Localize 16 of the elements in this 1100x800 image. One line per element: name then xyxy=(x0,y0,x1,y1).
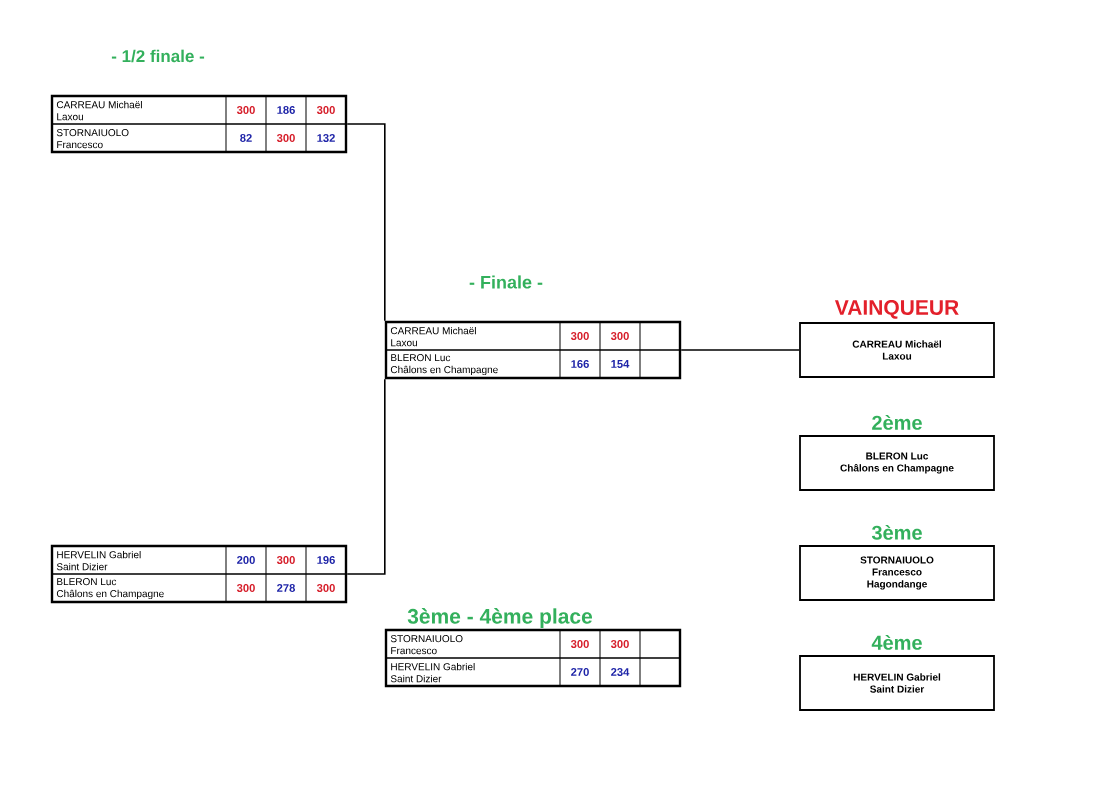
score-table xyxy=(50,94,348,154)
heading: 3ème - 4ème place xyxy=(407,608,593,628)
connector-line xyxy=(680,349,800,351)
connector-line xyxy=(346,378,386,575)
table-row xyxy=(51,573,347,603)
score-table xyxy=(50,544,348,604)
section-heading: - 1/2 finale - xyxy=(111,49,205,63)
table-row xyxy=(385,349,681,379)
heading: VAINQUEUR xyxy=(834,300,959,319)
table-row xyxy=(385,657,681,687)
heading: 2ème xyxy=(872,414,922,430)
heading: - Finale - xyxy=(469,275,543,289)
heading: 4ème xyxy=(871,634,922,650)
connector-line xyxy=(346,123,386,322)
heading: 3ème xyxy=(871,524,922,540)
table-row xyxy=(51,123,347,153)
